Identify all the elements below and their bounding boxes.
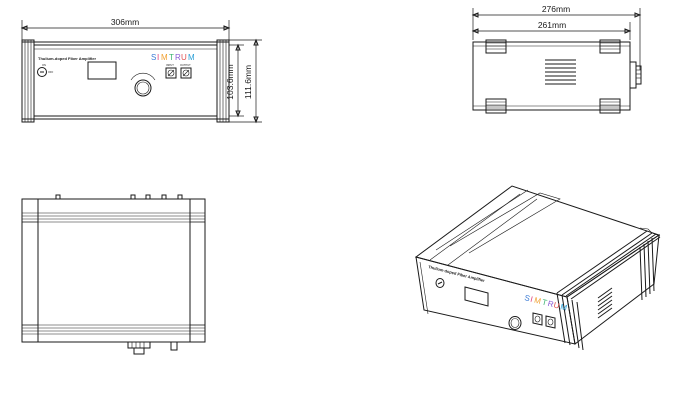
svg-text:U: U [181, 53, 187, 62]
side-total-depth-label: 276mm [542, 4, 570, 14]
svg-text:M: M [533, 296, 542, 306]
svg-text:T: T [541, 298, 548, 308]
side-body-depth-label: 261mm [538, 20, 566, 30]
front-port-output-label: OUTPUT [180, 63, 191, 67]
svg-text:M: M [559, 302, 568, 312]
iso-key-switch-icon [435, 278, 445, 288]
front-switch-on: ON [42, 63, 46, 67]
iso-vents [597, 287, 613, 319]
output-port-icon [180, 67, 192, 79]
svg-text:I: I [529, 295, 534, 304]
svg-text:T: T [169, 53, 174, 62]
side-view: 276mm 261mm [471, 4, 642, 114]
front-width-label: 306mm [111, 17, 139, 27]
svg-text:M: M [161, 53, 168, 62]
front-panel-title: Thulium-doped Fiber Amplifier [38, 56, 97, 61]
svg-text:R: R [547, 299, 555, 309]
front-view: 306mm Thulium-doped Fiber Amplifier ON O… [20, 17, 262, 124]
front-total-height-label: 111.6mm [243, 65, 253, 99]
iso-logo: S I M T R U M [524, 293, 569, 312]
front-port-input-label: INPUT [166, 63, 174, 67]
iso-knob-icon [508, 316, 522, 330]
iso-input-port-icon [532, 312, 543, 326]
top-view [21, 194, 206, 355]
iso-output-port-icon [545, 315, 556, 329]
front-display [87, 61, 117, 80]
svg-text:U: U [553, 300, 561, 310]
side-vents [545, 59, 576, 85]
iso-display [464, 286, 489, 307]
front-panel-height-label: 103.6mm [225, 64, 235, 99]
front-logo: S I M T R U M [151, 53, 195, 62]
svg-text:M: M [188, 53, 195, 62]
front-switch-off: OFF [48, 70, 54, 74]
svg-text:S: S [151, 53, 157, 62]
front-knob-icon [134, 79, 152, 97]
iso-view: Thulium-doped Fiber Amplifier S I M T R … [414, 185, 661, 351]
svg-text:S: S [524, 293, 532, 303]
key-switch-icon [37, 67, 47, 77]
input-port-icon [165, 67, 177, 79]
svg-text:R: R [175, 53, 181, 62]
svg-text:I: I [157, 53, 160, 62]
